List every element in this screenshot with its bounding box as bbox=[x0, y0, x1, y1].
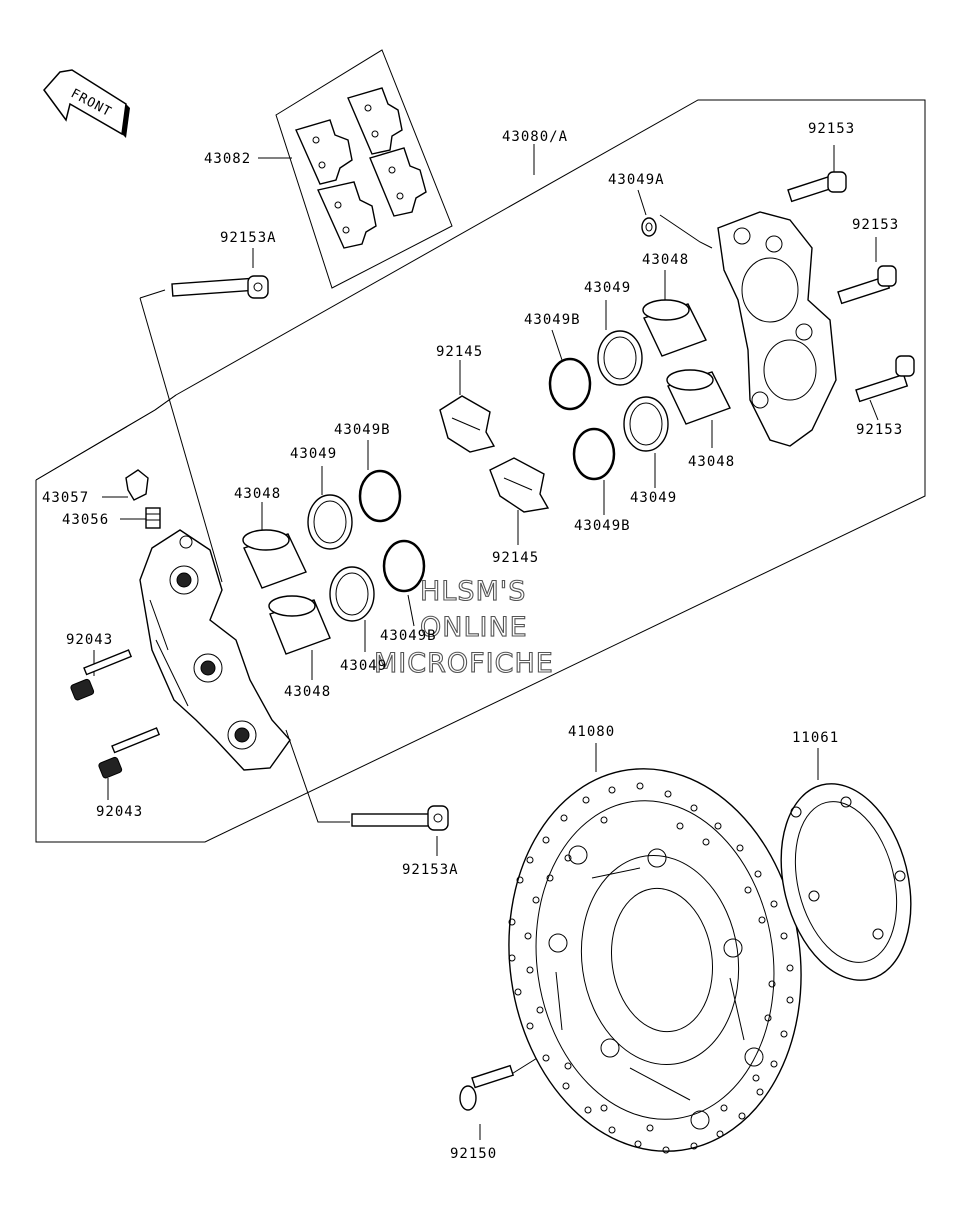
bolt-92153a-bottom bbox=[351, 805, 449, 831]
label-43049a: 43049A bbox=[608, 172, 665, 188]
label-92153a-top: 92153A bbox=[220, 230, 277, 246]
bleeder-cap-43057 bbox=[125, 469, 149, 501]
seal-43049b-r1 bbox=[548, 357, 592, 411]
bolt-92153a-top bbox=[171, 275, 269, 299]
label-92153-1: 92153 bbox=[808, 121, 855, 137]
label-43048-l1: 43048 bbox=[234, 486, 281, 502]
pin-92043-2 bbox=[98, 727, 161, 779]
label-92145-1: 92145 bbox=[436, 344, 483, 360]
label-92145-2: 92145 bbox=[492, 550, 539, 566]
disc-bolt-92150 bbox=[459, 1064, 515, 1111]
pad-spring-92145-2 bbox=[489, 457, 550, 513]
seal-43049-r1 bbox=[597, 330, 643, 386]
label-43082: 43082 bbox=[204, 151, 251, 167]
label-43048-r1: 43048 bbox=[642, 252, 689, 268]
label-43048-r2: 43048 bbox=[688, 454, 735, 470]
label-43049b-l2: 43049B bbox=[380, 628, 437, 644]
label-92043-2: 92043 bbox=[96, 804, 143, 820]
bolt-92153-1 bbox=[787, 171, 847, 203]
right-caliper-body bbox=[717, 211, 837, 447]
label-43049-r1: 43049 bbox=[584, 280, 631, 296]
label-92043-1: 92043 bbox=[66, 632, 113, 648]
bleeder-valve-43056 bbox=[145, 507, 161, 529]
label-92153-3: 92153 bbox=[856, 422, 903, 438]
label-43049-l1: 43049 bbox=[290, 446, 337, 462]
label-43049b-l1: 43049B bbox=[334, 422, 391, 438]
front-arrow-icon: FRONT bbox=[43, 69, 130, 138]
label-43049-r2: 43049 bbox=[630, 490, 677, 506]
seal-43049-l1 bbox=[307, 494, 353, 550]
label-43057: 43057 bbox=[42, 490, 89, 506]
piston-43048-l2 bbox=[268, 595, 331, 655]
seal-43049-r2 bbox=[623, 396, 669, 452]
label-92150: 92150 bbox=[450, 1146, 497, 1162]
label-43056: 43056 bbox=[62, 512, 109, 528]
bolt-92153-2 bbox=[837, 265, 897, 305]
piston-43048-r2 bbox=[666, 369, 731, 425]
seal-43049-l2 bbox=[329, 566, 375, 622]
piston-43048-r1 bbox=[642, 299, 707, 357]
label-11061: 11061 bbox=[792, 730, 839, 746]
label-43049b-r2: 43049B bbox=[574, 518, 631, 534]
label-43049-l2: 43049 bbox=[340, 658, 387, 674]
left-caliper-body bbox=[139, 529, 291, 771]
watermark-line-3: MICROFICHE bbox=[374, 648, 554, 679]
label-92153a-bottom: 92153A bbox=[402, 862, 459, 878]
pad-spring-92145-1 bbox=[439, 395, 496, 453]
piston-43048-l1 bbox=[242, 529, 307, 589]
label-92153-2: 92153 bbox=[852, 217, 899, 233]
watermark-line-1: HLSM'S bbox=[420, 576, 526, 607]
label-43049b-r1: 43049B bbox=[524, 312, 581, 328]
seal-43049b-l1 bbox=[358, 469, 402, 523]
label-43080a: 43080/A bbox=[502, 129, 568, 145]
pin-92043-1 bbox=[70, 649, 133, 701]
brake-disc-41080 bbox=[508, 768, 802, 1154]
seal-43049b-l2 bbox=[382, 539, 426, 593]
label-41080: 41080 bbox=[568, 724, 615, 740]
shim-11061 bbox=[780, 783, 912, 981]
watermark-line-2: ONLINE bbox=[420, 612, 528, 643]
bolt-92153-3 bbox=[855, 355, 915, 403]
brake-pads-group bbox=[275, 49, 453, 289]
label-43048-l2: 43048 bbox=[284, 684, 331, 700]
washer-43049a bbox=[641, 217, 657, 237]
seal-43049b-r2 bbox=[572, 427, 616, 481]
